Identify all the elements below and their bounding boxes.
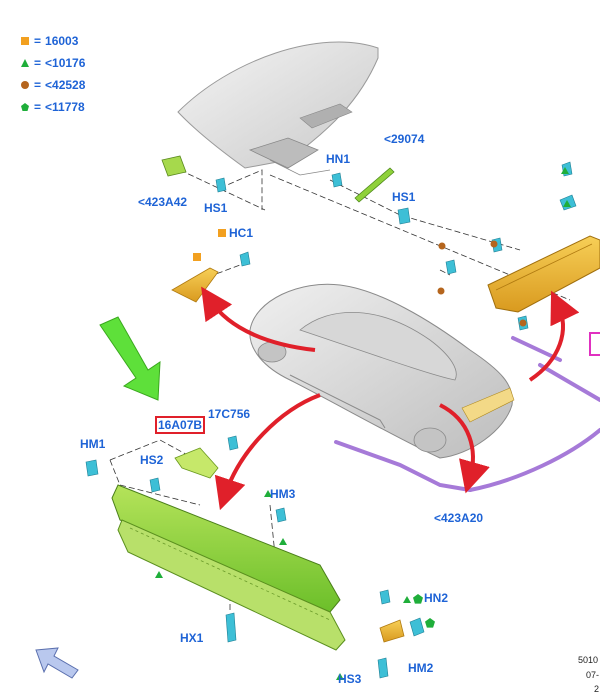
diagram-code: 5010 <box>578 655 599 665</box>
bracket-yellow-lower <box>379 619 405 643</box>
callout-17C756[interactable]: 17C756 <box>208 407 251 421</box>
magenta-box <box>589 332 600 356</box>
triangle-green-icon <box>21 59 29 67</box>
square-orange-icon <box>21 37 29 45</box>
square-orange-icon <box>218 229 226 237</box>
callout-hn1[interactable]: HN1 <box>326 152 351 166</box>
view-direction-icon <box>35 647 79 679</box>
callout-hs3[interactable]: HS3 <box>338 672 362 686</box>
callout-423A42[interactable]: <423A42 <box>138 195 188 209</box>
callout-423A20[interactable]: <423A20 <box>434 511 484 525</box>
red-arrows <box>201 286 580 511</box>
diagram-page: 2 <box>594 684 600 694</box>
callout-hm3[interactable]: HM3 <box>270 487 296 501</box>
clip-hc1 <box>239 251 251 267</box>
seal-29074 <box>354 167 395 203</box>
legend: = 16003 = <10176 = <42528 = <11778 <box>20 30 85 118</box>
legend-text: <42528 <box>45 78 86 92</box>
legend-item-square: = 16003 <box>20 30 85 52</box>
callout-16A07B-highlight: 16A07B <box>155 416 206 434</box>
callout-hc1-text: HC1 <box>229 226 254 240</box>
callout-hs1-right[interactable]: HS1 <box>392 190 416 204</box>
legend-text: <11778 <box>45 100 85 114</box>
callout-hn2[interactable]: HN2 <box>424 591 449 605</box>
pentagon-green-icon <box>21 103 29 111</box>
callout-16A07B[interactable]: 16A07B <box>155 416 206 434</box>
clip-hn1 <box>331 172 343 188</box>
vehicle-body <box>249 283 515 459</box>
trunk-lid <box>177 41 379 176</box>
bracket-yellow-left <box>171 253 219 303</box>
clips-lower <box>85 435 425 679</box>
callout-hm2[interactable]: HM2 <box>408 661 434 675</box>
rocker-moulding <box>111 484 346 651</box>
legend-text: <10176 <box>45 56 86 70</box>
diagram-date: 07- <box>586 670 600 680</box>
pentagon-markers <box>413 594 435 628</box>
legend-item-circle: = <42528 <box>20 74 85 96</box>
legend-item-pentagon: = <11778 <box>20 96 85 118</box>
callout-29074[interactable]: <29074 <box>384 132 425 146</box>
bracket-16A07B <box>174 447 219 479</box>
callout-hs2[interactable]: HS2 <box>140 453 164 467</box>
callout-hs1-left[interactable]: HS1 <box>204 201 228 215</box>
triangle-markers-upper <box>561 167 571 207</box>
callout-hx1[interactable]: HX1 <box>180 631 204 645</box>
circle-brown-icon <box>21 81 29 89</box>
clip-hs1-right <box>397 207 411 225</box>
rear-trim-panel <box>487 235 600 313</box>
callout-hc1[interactable]: HC1 <box>218 226 253 240</box>
triangle-markers-lower <box>155 490 411 680</box>
callout-hm1[interactable]: HM1 <box>80 437 106 451</box>
green-pointer-arrow <box>99 316 161 401</box>
bracket-423A42 <box>161 155 187 177</box>
legend-item-triangle: = <10176 <box>20 52 85 74</box>
legend-text: 16003 <box>45 34 79 48</box>
clip-hs1-left <box>215 177 227 193</box>
